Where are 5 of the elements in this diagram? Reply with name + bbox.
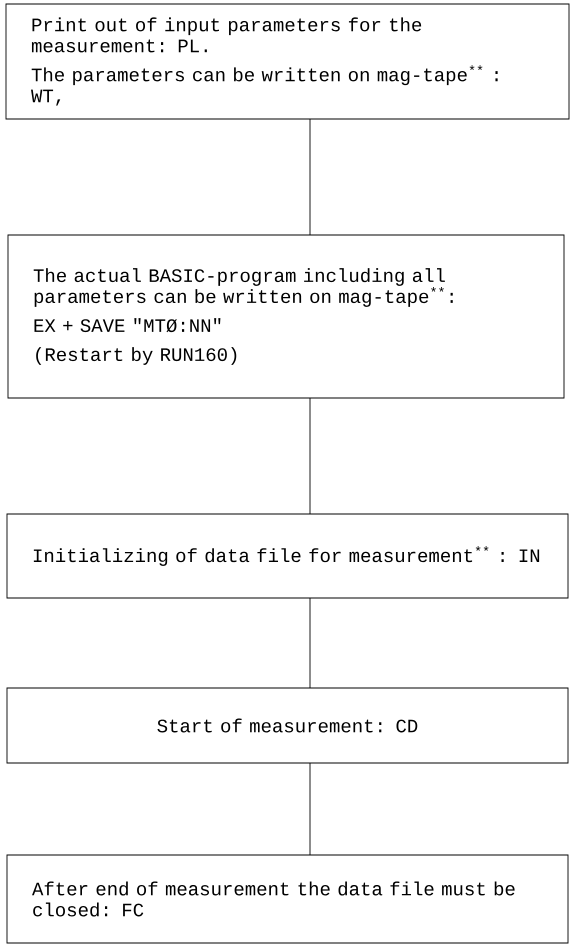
process-box: Print out of input parameters for the measurement: PL. The parameters can be written on mag-tape$^{**}$ : WT, xyxy=(6,4,570,120)
process-box: Start of measurement: CD xyxy=(6,688,568,764)
process-box: After end of measurement the data file must be closed: FC xyxy=(6,854,568,944)
process-box: The actual BASIC-program including all parameters can be written on mag-tape$^{**}$: EX + SAVE "MTØ:NN" (Restart by RUN160) xyxy=(8,234,564,398)
process-box: Initializing of data file for measurement$^{**}$ : IN xyxy=(6,514,568,598)
